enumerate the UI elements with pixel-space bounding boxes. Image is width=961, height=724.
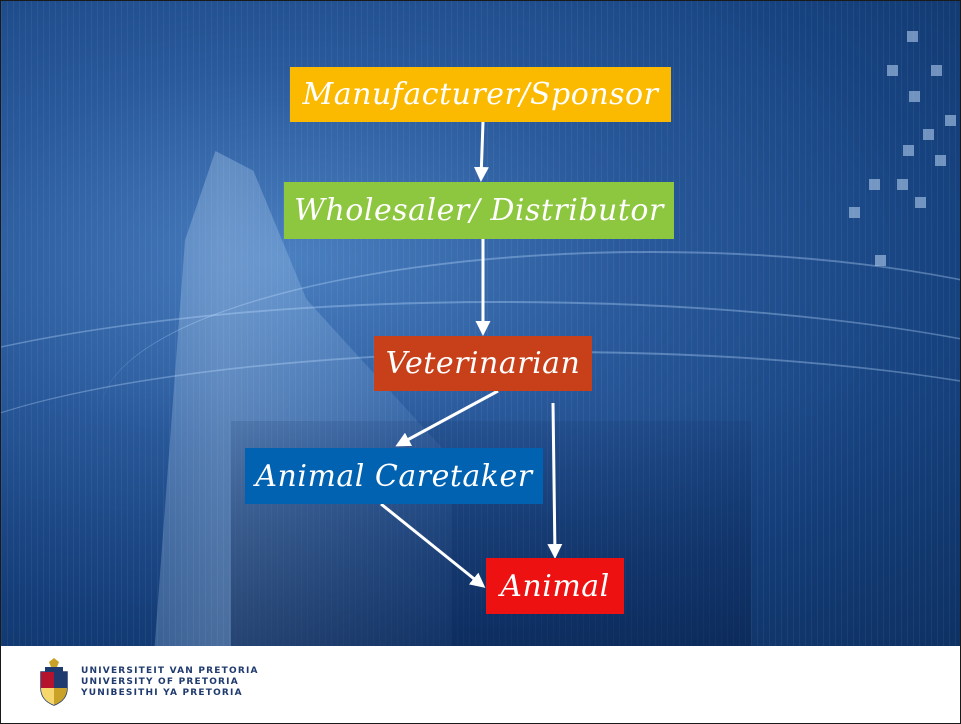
decorative-square [897, 179, 908, 190]
slide-background: Manufacturer/Sponsor Wholesaler/ Distrib… [1, 1, 960, 646]
decorative-square [909, 91, 920, 102]
slide-footer: UNIVERSITEIT VAN PRETORIA UNIVERSITY OF … [1, 646, 960, 723]
decorative-square [935, 155, 946, 166]
decorative-square [931, 65, 942, 76]
arrow-manufacturer-to-wholesaler [473, 121, 489, 182]
decorative-square [875, 255, 886, 266]
node-animal-caretaker: Animal Caretaker [245, 448, 543, 504]
university-crest-icon [40, 658, 68, 706]
node-manufacturer-sponsor: Manufacturer/Sponsor [290, 67, 671, 122]
university-name-english: UNIVERSITY OF PRETORIA [81, 677, 239, 687]
decorative-square [915, 197, 926, 208]
university-name-afrikaans: UNIVERSITEIT VAN PRETORIA [81, 666, 259, 676]
decorative-square [849, 207, 860, 218]
arrow-caretaker-to-animal [380, 502, 486, 588]
flow-arrows [380, 121, 563, 588]
university-name-sepedi: YUNIBESITHI YA PRETORIA [81, 688, 243, 698]
decorative-square [923, 129, 934, 140]
node-veterinarian: Veterinarian [374, 336, 592, 391]
decorative-square [945, 115, 956, 126]
arrow-veterinarian-to-caretaker [395, 389, 499, 447]
decorative-square [887, 65, 898, 76]
arrow-veterinarian-to-animal [547, 402, 563, 559]
decorative-square [903, 145, 914, 156]
node-animal: Animal [486, 558, 624, 614]
decorative-square [869, 179, 880, 190]
node-wholesaler-distributor: Wholesaler/ Distributor [284, 182, 674, 239]
decorative-square [907, 31, 918, 42]
